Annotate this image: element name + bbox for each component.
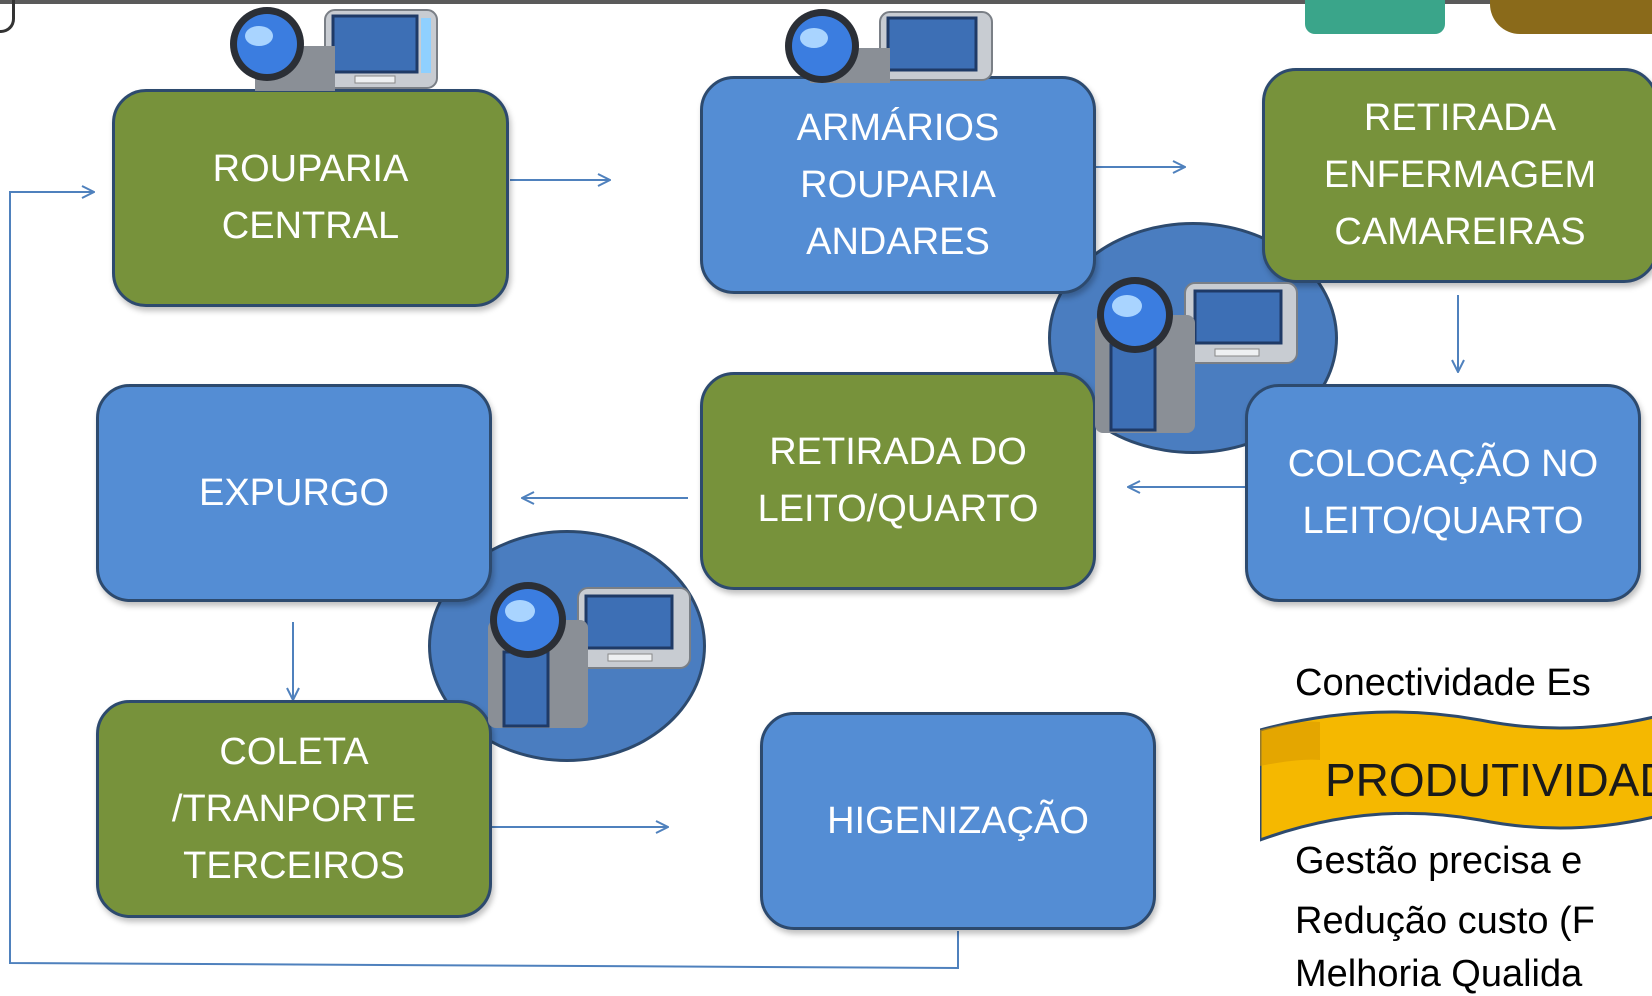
node-retirada-enfermagem-camareiras: RETIRADA ENFERMAGEM CAMAREIRAS [1262,68,1652,283]
node-colocacao-leito-quarto: COLOCAÇÃO NO LEITO/QUARTO [1245,384,1641,602]
arrow-return-loop [9,192,959,970]
top-tab-green [1305,0,1445,34]
node-coleta-transporte-terceiros: COLETA /TRANPORTE TERCEIROS [96,700,492,918]
node-higienizacao: HIGENIZAÇÃO [760,712,1156,930]
top-border [0,0,1652,4]
node-rouparia-central: ROUPARIA CENTRAL [112,89,509,307]
video-camera-icon [785,9,993,83]
top-tab-brown [1490,0,1652,34]
video-camera-icon [1095,277,1298,433]
side-text-line1: Gestão precisa e [1295,840,1583,882]
node-armarios-rouparia-andares: ARMÁRIOS ROUPARIA ANDARES [700,76,1096,294]
video-camera-icon [488,582,691,728]
produtividade-banner [1260,710,1652,842]
side-text-conectividade: Conectividade Es [1295,662,1591,704]
node-retirada-leito-quarto: RETIRADA DO LEITO/QUARTO [700,372,1096,590]
side-text-line3: Melhoria Qualida [1295,953,1583,995]
node-expurgo: EXPURGO [96,384,492,602]
banner-label: PRODUTIVIDADE [1325,754,1652,806]
side-text-line2: Redução custo (F [1295,900,1595,942]
video-camera-icon [230,7,438,91]
flow-arrows [9,0,1652,970]
